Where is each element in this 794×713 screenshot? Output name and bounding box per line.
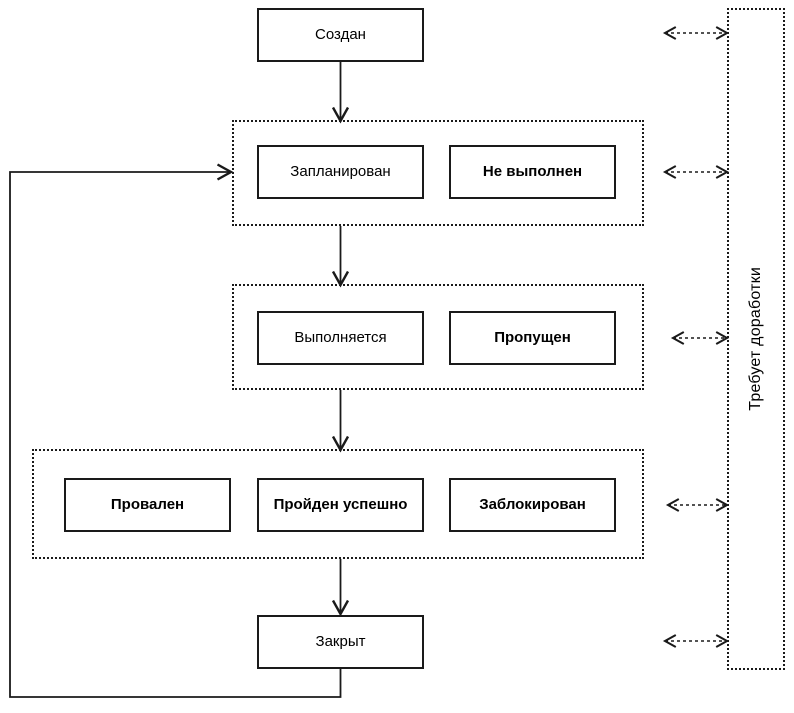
state-node-blocked[interactable]: Заблокирован [449, 478, 616, 532]
state-node-closed[interactable]: Закрыт [257, 615, 424, 669]
state-node-failed[interactable]: Провален [64, 478, 231, 532]
state-node-created[interactable]: Создан [257, 8, 424, 62]
rework-label: Требует доработки [747, 267, 764, 411]
state-node-passed[interactable]: Пройден успешно [257, 478, 424, 532]
state-node-not-done[interactable]: Не выполнен [449, 145, 616, 199]
state-node-skipped[interactable]: Пропущен [449, 311, 616, 365]
state-node-in-progress[interactable]: Выполняется [257, 311, 424, 365]
state-node-planned[interactable]: Запланирован [257, 145, 424, 199]
rework-container[interactable]: Требует доработки [727, 8, 785, 670]
